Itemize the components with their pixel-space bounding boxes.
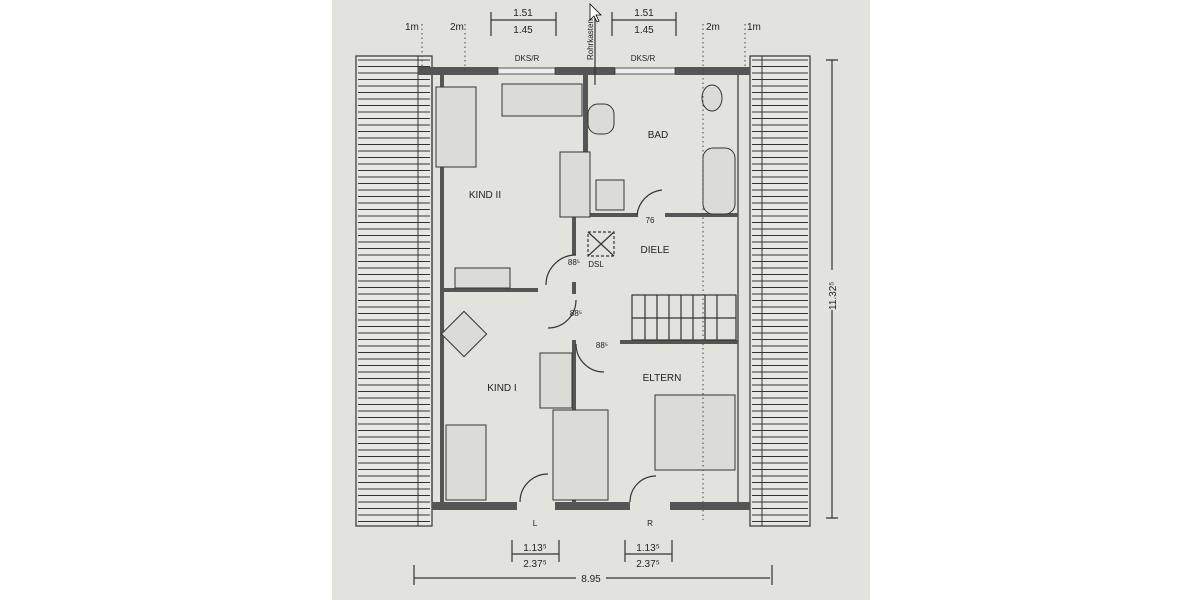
shower — [595, 179, 625, 211]
room-eltern: ELTERN — [643, 373, 682, 384]
room-kind1: KIND I — [487, 383, 516, 394]
dim-right-top: 1.51 — [634, 8, 654, 19]
furniture — [435, 83, 737, 501]
dim-l-top: 1.13⁵ — [523, 543, 547, 554]
window-r-label: R — [647, 519, 653, 528]
bathtub — [702, 147, 736, 215]
window-left-label: DKS/R — [515, 54, 540, 63]
door-width-eltern: 88⁵ — [596, 341, 608, 350]
window-right-label: DKS/R — [631, 54, 656, 63]
total-depth: 11.32⁵ — [828, 282, 839, 310]
window-l-label: L — [533, 519, 538, 528]
chair-kind1 — [440, 310, 488, 358]
roof-window-dsl — [587, 231, 615, 257]
stairs — [631, 294, 737, 341]
bed-kind2 — [435, 86, 477, 168]
room-kind2: KIND II — [469, 190, 501, 201]
label-right-1m: 1m — [747, 22, 761, 33]
total-width: 8.95 — [581, 574, 601, 585]
dsl-label: DSL — [588, 260, 604, 269]
dim-left-bottom: 1.45 — [513, 25, 533, 36]
room-diele: DIELE — [641, 245, 670, 256]
wardrobe-kind2 — [559, 151, 591, 218]
desk-kind2 — [501, 83, 583, 117]
bed-kind1 — [445, 424, 487, 501]
door-width-kind2: 88⁵ — [568, 258, 580, 267]
outer-walls — [418, 67, 750, 510]
roof-left — [355, 55, 433, 527]
bed-eltern — [654, 394, 736, 471]
room-bad: BAD — [648, 130, 669, 141]
mouse-cursor-icon — [589, 3, 602, 23]
sink — [587, 103, 615, 135]
dim-l-bottom: 2.37⁵ — [523, 559, 547, 570]
rohrkasten-label: Rohrkasten — [586, 19, 595, 60]
dim-r-top: 1.13⁵ — [636, 543, 660, 554]
desk-kind1 — [539, 352, 573, 409]
door-width-kind1: 88⁵ — [570, 309, 582, 318]
toilet — [701, 84, 723, 112]
door-width-bad: 76 — [646, 216, 655, 225]
label-right-2m: 2m — [706, 22, 720, 33]
shelf-kind2 — [454, 267, 511, 289]
wardrobe-kind1 — [552, 409, 609, 501]
label-left-1m: 1m — [405, 22, 419, 33]
roof-right — [749, 55, 811, 527]
label-left-2m: 2m — [450, 22, 464, 33]
dim-right-bottom: 1.45 — [634, 25, 654, 36]
dim-left-top: 1.51 — [513, 8, 533, 19]
dim-r-bottom: 2.37⁵ — [636, 559, 660, 570]
